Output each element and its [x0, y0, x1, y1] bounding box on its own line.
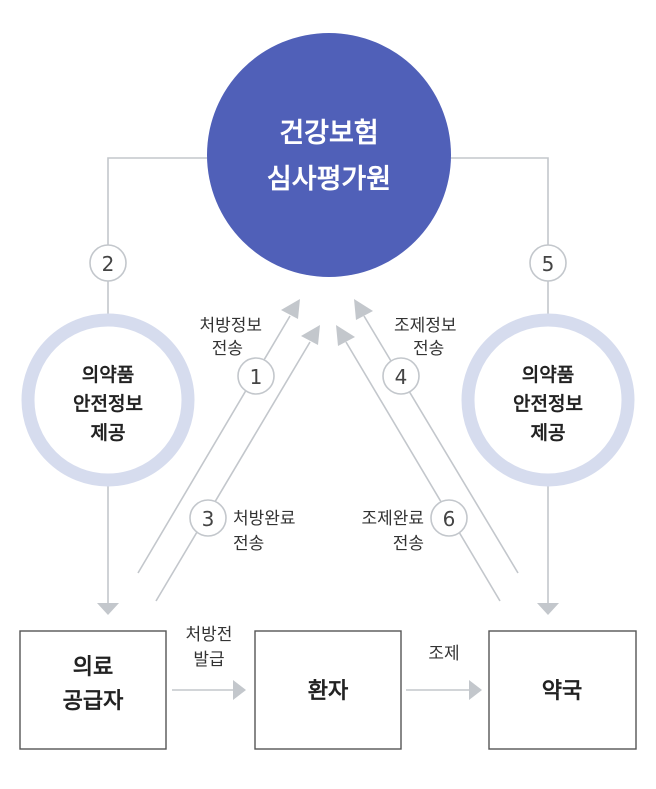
step-1-number: 1 — [250, 365, 263, 389]
step-1-label-line1: 처방정보 — [199, 316, 262, 336]
dispense-label: 조제 — [428, 644, 459, 664]
step-5-badge: 5 — [529, 244, 567, 282]
patient-box: 환자 — [254, 630, 402, 750]
step-1-label-line2: 전송 — [212, 339, 243, 359]
step-4-number: 4 — [395, 365, 408, 389]
step-2-number: 2 — [102, 252, 115, 276]
step-3-number: 3 — [202, 507, 215, 531]
arrow-step-6 — [336, 325, 501, 602]
safety-info-right: 의약품 안전정보 제공 — [461, 313, 635, 487]
pharmacy-box: 약국 — [488, 630, 637, 750]
arrow-supplier-to-patient — [172, 680, 246, 700]
step-4-badge: 4 — [382, 357, 420, 395]
patient-label: 환자 — [308, 679, 349, 704]
step-4-label-line2: 전송 — [413, 339, 444, 359]
hira-line2: 심사평가원 — [267, 164, 391, 195]
step-3-label-line2: 전송 — [233, 534, 264, 554]
hira-line1: 건강보험 — [279, 118, 378, 149]
arrow-step-4 — [354, 299, 519, 574]
step-2-badge: 2 — [89, 244, 127, 282]
step-6-badge: 6 — [430, 499, 468, 537]
safety-left-line2: 안전정보 — [73, 393, 143, 415]
step-4-label-line1: 조제정보 — [394, 316, 457, 336]
step-3-label-line1: 처방완료 — [233, 509, 296, 529]
safety-info-left: 의약품 안전정보 제공 — [21, 313, 195, 487]
safety-right-line1: 의약품 — [522, 364, 574, 386]
safety-right-line3: 제공 — [531, 422, 566, 444]
safety-right-line2: 안전정보 — [513, 393, 583, 415]
step-1-badge: 1 — [237, 357, 275, 395]
prescription-label-line2: 발급 — [193, 650, 224, 670]
step-3-badge: 3 — [189, 499, 227, 537]
step-6-label-line2: 전송 — [393, 534, 424, 554]
arrow-step-3 — [155, 325, 320, 602]
arrow-step-1 — [137, 299, 300, 574]
arrow-patient-to-pharmacy — [406, 680, 482, 700]
pharmacy-label: 약국 — [542, 679, 582, 704]
step-6-label-line1: 조제완료 — [361, 509, 424, 529]
prescription-label-line1: 처방전 — [186, 625, 233, 645]
safety-left-line3: 제공 — [91, 422, 126, 444]
supplier-line2: 공급자 — [63, 689, 124, 714]
supplier-line1: 의료 — [73, 655, 113, 680]
step-6-number: 6 — [443, 507, 456, 531]
hira-node: 건강보험 심사평가원 — [207, 33, 451, 277]
step-5-number: 5 — [542, 252, 555, 276]
supplier-box: 의료 공급자 — [19, 630, 167, 750]
safety-left-line1: 의약품 — [82, 364, 134, 386]
